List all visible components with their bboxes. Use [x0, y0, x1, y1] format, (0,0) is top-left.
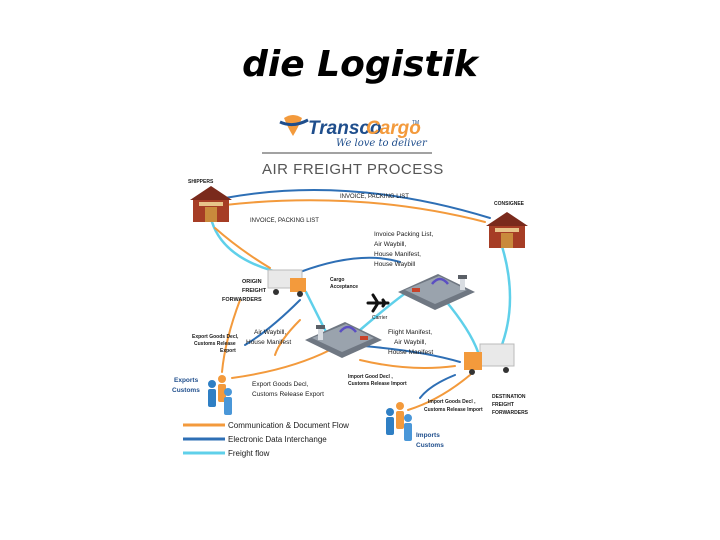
svg-text:Exports: Exports: [174, 377, 199, 384]
svg-text:Export: Export: [220, 348, 236, 354]
svg-text:DESTINATION: DESTINATION: [492, 394, 526, 400]
svg-text:Invoice Packing List,: Invoice Packing List,: [374, 231, 433, 238]
legend: Communication & Document Flow Electronic…: [183, 421, 349, 458]
shippers-building-icon: [190, 186, 232, 222]
brand-name-part1: Transco: [308, 118, 382, 139]
legend-item: Freight flow: [183, 449, 270, 458]
svg-text:Customs Release Import: Customs Release Import: [424, 407, 483, 413]
process-title: AIR FREIGHT PROCESS: [262, 161, 444, 178]
airplane-icon: [366, 293, 390, 313]
svg-text:Air Waybill,: Air Waybill,: [254, 329, 286, 336]
svg-text:Acceptance: Acceptance: [330, 284, 358, 290]
svg-text:FREIGHT: FREIGHT: [242, 288, 267, 294]
origin-ff-label: ORIGIN FREIGHT FORWARDERS: [222, 279, 267, 303]
svg-text:Customs Release: Customs Release: [194, 341, 236, 347]
svg-text:ORIGIN: ORIGIN: [242, 279, 262, 285]
destination-ff-label: DESTINATION FREIGHT FORWARDERS: [492, 394, 529, 416]
flow-label-carrier-docs: Invoice Packing List, Air Waybill, House…: [374, 231, 433, 268]
svg-text:Export Goods Decl,: Export Goods Decl,: [252, 381, 309, 388]
svg-text:FREIGHT: FREIGHT: [492, 402, 514, 408]
svg-text:Electronic Data Interchange: Electronic Data Interchange: [228, 435, 327, 444]
carrier-label: Carrier: [372, 315, 388, 321]
svg-text:Imports: Imports: [416, 432, 440, 439]
svg-text:House Manifest: House Manifest: [388, 349, 433, 356]
consignee-building-icon: [486, 212, 528, 248]
svg-text:Customs Release Export: Customs Release Export: [252, 391, 324, 398]
brand-name-part2: Cargo: [366, 118, 421, 139]
svg-text:House Manifest: House Manifest: [246, 339, 291, 346]
svg-text:Freight flow: Freight flow: [228, 449, 270, 458]
svg-text:House Manifest,: House Manifest,: [374, 251, 421, 258]
svg-text:Customs Release Import: Customs Release Import: [348, 381, 407, 387]
svg-text:FORWARDERS: FORWARDERS: [492, 410, 529, 416]
svg-text:Import Goods Decl ,: Import Goods Decl ,: [428, 399, 476, 405]
flow-label-air-waybill-left: Air Waybill, House Manifest: [246, 329, 291, 346]
destination-airport-icon: [398, 274, 475, 310]
slide-title: die Logistik: [242, 44, 478, 85]
origin-airport-icon: [305, 322, 382, 358]
svg-text:Import Good Decl ,: Import Good Decl ,: [348, 374, 393, 380]
destination-truck-icon: [464, 343, 515, 375]
flow-label-import-good-decl: Import Good Decl , Customs Release Impor…: [348, 374, 407, 387]
svg-text:FORWARDERS: FORWARDERS: [222, 297, 262, 303]
exports-customs-people-icon: [208, 375, 232, 415]
cargo-acceptance-label: Cargo Acceptance: [330, 277, 358, 290]
flow-label-export-goods-decl-small: Export Goods Decl, Customs Release Expor…: [192, 334, 239, 354]
consignee-label: CONSIGNEE: [494, 201, 525, 207]
svg-text:Air Waybill,: Air Waybill,: [374, 241, 406, 248]
brand-logo: Transco Cargo TM We love to deliver AIR …: [262, 115, 444, 178]
brand-tagline: We love to deliver: [336, 138, 428, 149]
shippers-label: SHIPPERS: [188, 179, 214, 185]
imports-customs-label: Imports Customs: [416, 432, 444, 449]
flow-label-invoice-left: INVOICE, PACKING LIST: [250, 218, 319, 224]
legend-item: Electronic Data Interchange: [183, 435, 327, 444]
exports-customs-label: Exports Customs: [172, 377, 200, 394]
svg-text:Flight Manifest,: Flight Manifest,: [388, 329, 432, 336]
svg-text:House Waybill: House Waybill: [374, 261, 416, 268]
svg-text:Customs: Customs: [416, 442, 444, 449]
flow-label-import-goods-decl-small: Import Goods Decl , Customs Release Impo…: [424, 399, 483, 413]
flow-label-flight-manifest: Flight Manifest, Air Waybill, House Mani…: [388, 329, 433, 356]
svg-text:Air Waybill,: Air Waybill,: [394, 339, 426, 346]
svg-text:Communication & Document Flow: Communication & Document Flow: [228, 421, 349, 430]
svg-text:Export Goods Decl,: Export Goods Decl,: [192, 334, 239, 340]
flow-label-invoice-top: INVOICE, PACKING LIST: [340, 194, 409, 200]
legend-item: Communication & Document Flow: [183, 421, 349, 430]
imports-customs-people-icon: [386, 402, 412, 441]
origin-truck-icon: [267, 269, 306, 297]
brand-trademark: TM: [412, 120, 419, 126]
svg-text:Customs: Customs: [172, 387, 200, 394]
svg-text:Cargo: Cargo: [330, 277, 344, 283]
flow-label-export-goods-decl: Export Goods Decl, Customs Release Expor…: [252, 381, 324, 398]
